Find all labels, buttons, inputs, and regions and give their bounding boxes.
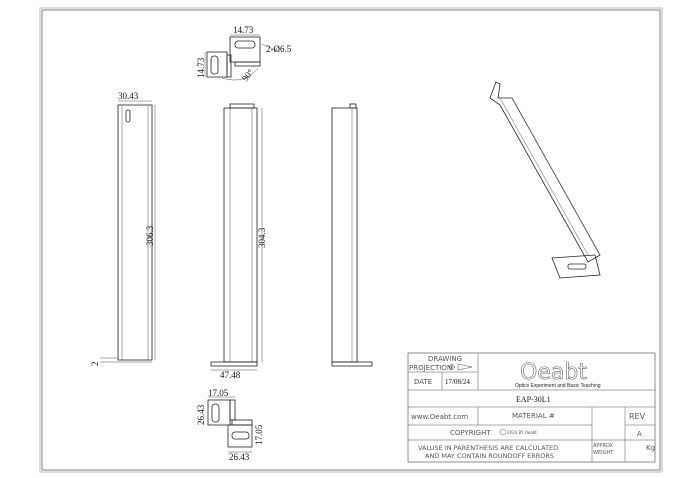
date-value: 17/08/24 [445, 378, 470, 386]
rev-label: REV [629, 412, 646, 421]
dim-side-length: 304.3 [257, 227, 267, 248]
website-text: www.Oeabt.com [411, 413, 468, 421]
logo-tagline: Optics Experiment and Basic Teaching [515, 383, 601, 389]
drawing-frame [41, 9, 661, 471]
weight-label-2: WEIGHT [593, 450, 614, 456]
drawing-label: DRAWING [428, 355, 462, 363]
company-logo: Oeabt [520, 360, 587, 385]
dim-thickness: 2 [90, 362, 100, 367]
bottom-detail-view: 17.05 26.43 17.05 26.43 [196, 388, 264, 462]
dim-top-width: 14.73 [233, 25, 254, 35]
copyright-year: 2024 BY Oeabt [507, 430, 537, 435]
dim-base-width: 47.48 [220, 370, 241, 380]
dim-bottom-width2: 26.43 [229, 452, 250, 462]
dim-angle: 90° [240, 67, 256, 83]
material-label: MATERIAL # [512, 412, 555, 420]
rev-value: A [637, 430, 642, 438]
dim-front-length: 306.3 [145, 225, 155, 246]
side-view: 304.3 47.48 [210, 103, 267, 380]
top-detail-view: 14.73 2-Ø6.5 14.73 90° [196, 25, 292, 83]
dim-front-width: 30.43 [118, 91, 139, 101]
date-label: DATE [414, 378, 432, 386]
projection-symbol-icon [449, 363, 473, 371]
projection-label: PROJECTION [409, 364, 452, 372]
dim-bottom-width: 17.05 [208, 388, 229, 398]
sheet-border [39, 7, 663, 473]
dim-top-height: 14.73 [196, 57, 206, 78]
front-view: 30.43 306.3 2 [90, 91, 156, 367]
dim-bottom-height-right: 17.05 [254, 424, 264, 445]
weight-unit: Kg [646, 444, 655, 452]
back-view [331, 103, 373, 367]
dim-bottom-height-left: 26.43 [196, 404, 206, 425]
weight-label-1: APPROX [593, 443, 614, 449]
note-line-2: AND MAY CONTAIN ROUNDOFF ERRORS [425, 452, 554, 460]
isometric-view [489, 81, 601, 279]
copyright-text: COPYRIGHT [450, 429, 491, 437]
title-block: DRAWING PROJECTION DATE 17/08/24 Oeabt O… [407, 352, 656, 463]
copyright-icon [499, 428, 507, 436]
note-line-1: VALUSE IN PARENTHESIS ARE CALCULATED [418, 444, 558, 452]
dim-holes: 2-Ø6.5 [266, 44, 292, 54]
part-number: EAP-30L1 [516, 395, 551, 404]
